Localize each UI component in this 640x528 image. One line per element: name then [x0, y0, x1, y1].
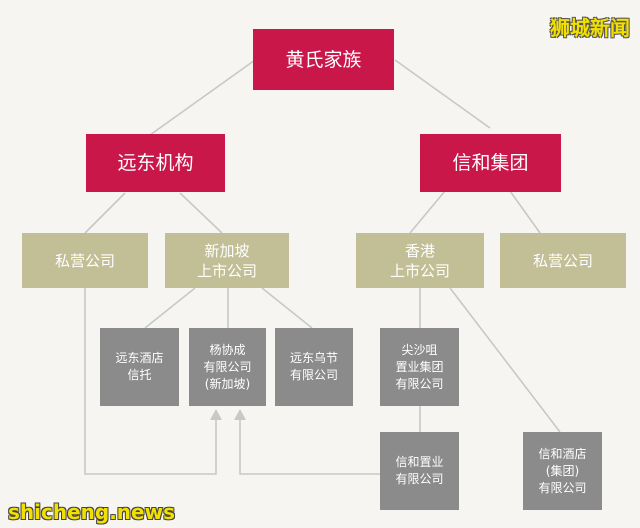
line-sino-private2: [509, 190, 541, 234]
line-fareast-private1: [84, 192, 126, 234]
node-sino-hotels: 信和酒店 (集团) 有限公司: [523, 432, 602, 510]
node-sino-land: 信和置业 有限公司: [380, 432, 459, 510]
watermark-bottom-left: shicheng.news: [8, 500, 175, 524]
line-root-fareast: [149, 59, 256, 136]
line-sino-hklisted: [409, 190, 446, 234]
node-tst: 尖沙咀 置业集团 有限公司: [380, 328, 459, 406]
node-fareast: 远东机构: [86, 134, 225, 192]
node-yeo-hiap-seng: 杨协成 有限公司 (新加坡): [189, 328, 266, 406]
arrowhead-1: [210, 409, 222, 420]
arrowhead-2: [234, 409, 246, 420]
node-fe-orchard: 远东乌节 有限公司: [275, 328, 353, 406]
node-sg-listed: 新加坡 上市公司: [165, 233, 289, 288]
line-root-sino: [394, 59, 491, 129]
node-private2: 私营公司: [500, 233, 626, 288]
line-private1-yeohiapseng: [84, 288, 217, 475]
line-sg-feorchard: [261, 287, 313, 329]
line-fareast-sglisted: [179, 192, 223, 234]
watermark-top-right: 狮城新闻: [550, 16, 630, 40]
node-fe-reit: 远东酒店 信托: [100, 328, 179, 406]
line-sinoland-yeohiapseng: [239, 412, 380, 475]
node-sino: 信和集团: [420, 134, 561, 192]
node-private1: 私营公司: [22, 233, 148, 288]
line-hk-sinohotels: [449, 287, 561, 433]
node-root: 黄氏家族: [253, 29, 394, 90]
node-hk-listed: 香港 上市公司: [356, 233, 484, 288]
line-sg-fereit: [144, 287, 196, 329]
